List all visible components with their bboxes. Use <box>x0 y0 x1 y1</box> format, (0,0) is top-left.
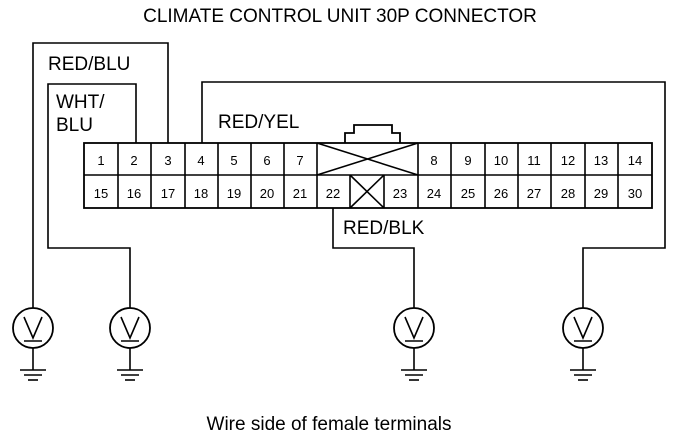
pin-label: 14 <box>628 153 642 168</box>
pin-label: 19 <box>227 186 241 201</box>
pin-label: 24 <box>427 186 441 201</box>
ground-icon <box>117 348 143 381</box>
pin-label: 11 <box>527 153 541 168</box>
pin-label: 17 <box>161 186 175 201</box>
pin-label: 18 <box>194 186 208 201</box>
voltmeter-icon <box>562 307 604 381</box>
meters <box>12 307 604 381</box>
pin-label: 12 <box>561 153 575 168</box>
empty-cavity-bottom <box>349 174 385 209</box>
pin-label: 6 <box>263 153 270 168</box>
diagram-caption: Wire side of female terminals <box>207 414 452 435</box>
pin-label: 22 <box>326 186 340 201</box>
cell-dividers <box>117 143 619 208</box>
pin-label: 9 <box>464 153 471 168</box>
ground-icon <box>20 348 46 381</box>
wire-label-wht-blu-1: WHT/ <box>56 92 105 113</box>
pin-label: 26 <box>494 186 508 201</box>
pin-label: 3 <box>164 153 171 168</box>
pin-label: 27 <box>527 186 541 201</box>
wire-red-blu <box>32 42 169 308</box>
pin-label: 16 <box>127 186 141 201</box>
pin-label: 28 <box>561 186 575 201</box>
pin-label: 30 <box>628 186 642 201</box>
voltmeter-icon <box>12 307 54 381</box>
pin-label: 8 <box>430 153 437 168</box>
empty-cavity-top <box>316 142 419 176</box>
connector-latch <box>344 124 401 143</box>
voltmeter-icon <box>109 307 151 381</box>
pin-label: 10 <box>494 153 508 168</box>
ground-icon <box>570 348 596 381</box>
pin-label: 2 <box>130 153 137 168</box>
pin-label: 29 <box>594 186 608 201</box>
pin-label: 5 <box>230 153 237 168</box>
wire-label-red-yel: RED/YEL <box>218 112 299 133</box>
diagram-title: CLIMATE CONTROL UNIT 30P CONNECTOR <box>143 6 537 27</box>
pin-label: 15 <box>94 186 108 201</box>
wire-label-red-blu: RED/BLU <box>48 54 130 75</box>
pin-label: 1 <box>97 153 104 168</box>
wire-wht-blu <box>47 83 137 308</box>
voltmeter-icon <box>393 307 435 381</box>
pin-label: 20 <box>260 186 274 201</box>
pin-label: 21 <box>293 186 307 201</box>
ground-icon <box>401 348 427 381</box>
pins-bottom-row: 15 16 17 18 19 20 21 22 23 24 25 26 27 28 29 30 <box>94 186 642 201</box>
pin-label: 23 <box>393 186 407 201</box>
pin-label: 7 <box>296 153 303 168</box>
wire-red-blk <box>332 208 415 308</box>
pin-label: 25 <box>461 186 475 201</box>
pin-label: 4 <box>197 153 204 168</box>
wire-label-wht-blu-2: BLU <box>56 115 93 136</box>
wire-label-red-blk: RED/BLK <box>343 218 425 239</box>
wire-red-yel <box>201 81 666 308</box>
pin-label: 13 <box>594 153 608 168</box>
